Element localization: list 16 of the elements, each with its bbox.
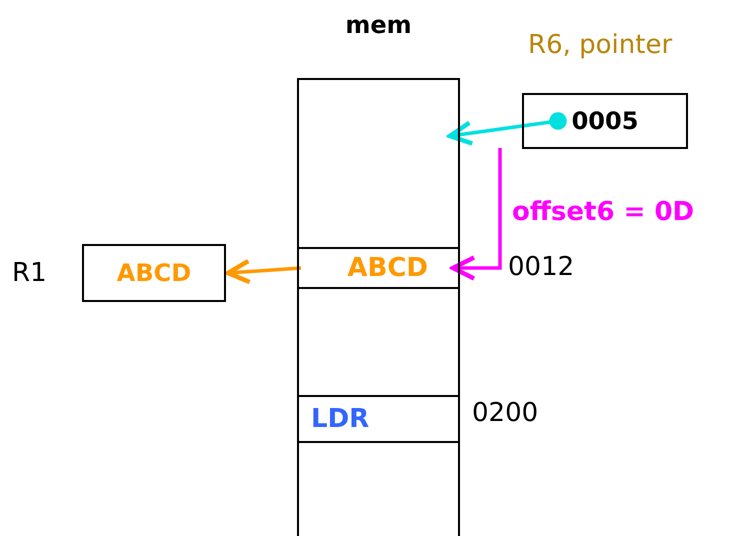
register-box <box>82 244 226 302</box>
memory-cell <box>299 247 458 289</box>
arrow <box>450 148 502 281</box>
cell-value: LDR <box>311 404 370 434</box>
register-value: ABCD <box>116 258 192 288</box>
address-label: 0012 <box>508 252 574 282</box>
cell-value: ABCD <box>347 253 428 283</box>
register-label: R6, pointer <box>528 30 672 60</box>
arrow <box>226 258 302 284</box>
register-box <box>522 93 688 149</box>
address-label: 0200 <box>472 398 538 428</box>
arrow <box>448 112 567 146</box>
memory-label: mem <box>344 10 413 40</box>
register-label: R1 <box>12 258 47 288</box>
memory-cell <box>299 395 458 443</box>
register-value: 0005 <box>570 106 640 136</box>
